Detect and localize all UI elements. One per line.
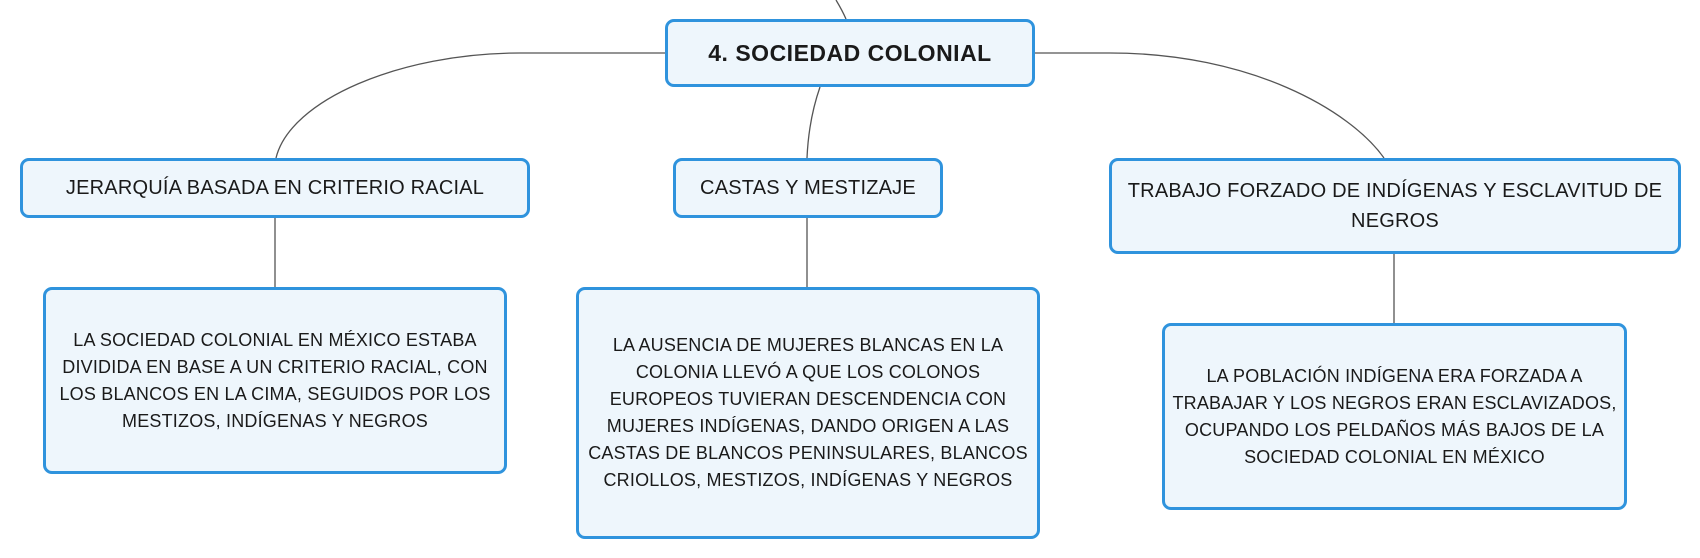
- branch-node-castes[interactable]: CASTAS Y MESTIZAJE: [673, 158, 943, 218]
- central-topic-node[interactable]: 4. SOCIEDAD COLONIAL: [665, 19, 1035, 87]
- branch-node-racial-hierarchy[interactable]: JERARQUÍA BASADA EN CRITERIO RACIAL: [20, 158, 530, 218]
- connector-parent: [835, 0, 847, 20]
- detail-text: LA AUSENCIA DE MUJERES BLANCAS EN LA COL…: [588, 335, 1028, 490]
- branch-node-forced-labor[interactable]: TRABAJO FORZADO DE INDÍGENAS Y ESCLAVITU…: [1109, 158, 1681, 254]
- central-topic-label: 4. SOCIEDAD COLONIAL: [708, 39, 992, 66]
- branch-label: JERARQUÍA BASADA EN CRITERIO RACIAL: [65, 177, 485, 199]
- connector-title-branch-1: [275, 52, 665, 159]
- detail-node-castes[interactable]: LA AUSENCIA DE MUJERES BLANCAS EN LA COL…: [576, 287, 1040, 539]
- connector-title-branch-2: [806, 86, 821, 159]
- detail-text: LA POBLACIÓN INDÍGENA ERA FORZADA A TRAB…: [1172, 365, 1617, 467]
- branch-label: TRABAJO FORZADO DE INDÍGENAS Y ESCLAVITU…: [1127, 180, 1663, 232]
- detail-text: LA SOCIEDAD COLONIAL EN MÉXICO ESTABA DI…: [59, 329, 491, 431]
- detail-node-forced-labor[interactable]: LA POBLACIÓN INDÍGENA ERA FORZADA A TRAB…: [1162, 323, 1627, 510]
- connector-title-branch-3: [1035, 52, 1385, 159]
- detail-node-racial-hierarchy[interactable]: LA SOCIEDAD COLONIAL EN MÉXICO ESTABA DI…: [43, 287, 507, 474]
- branch-label: CASTAS Y MESTIZAJE: [700, 177, 916, 199]
